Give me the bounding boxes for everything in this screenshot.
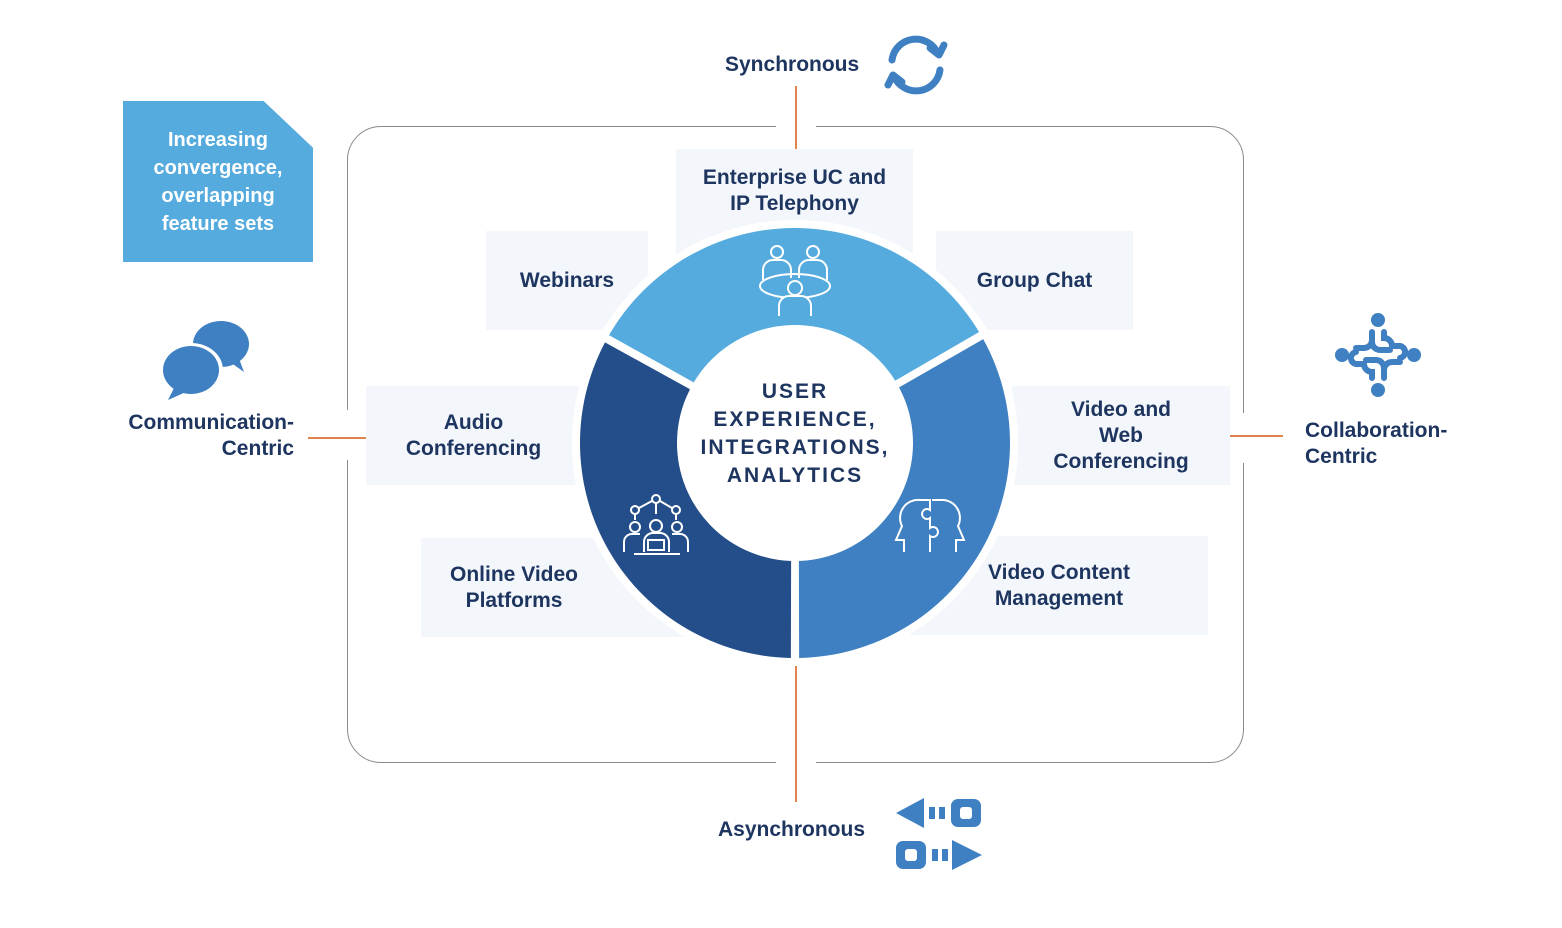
axis-label-communication-centric: Communication- Centric <box>110 410 294 462</box>
ring-chart <box>572 220 1018 666</box>
category-line: Video and <box>1071 397 1171 421</box>
label-line: Centric <box>1305 445 1378 468</box>
category-line: Audio <box>443 410 504 434</box>
center-line: INTEGRATIONS, <box>700 436 890 459</box>
note-line: overlapping <box>161 184 275 207</box>
category-line: Platforms <box>465 588 563 612</box>
center-label: USER EXPERIENCE, INTEGRATIONS, ANALYTICS <box>677 378 913 490</box>
axis-label-asynchronous: Asynchronous <box>718 818 866 841</box>
ring-segment-right <box>798 339 1010 658</box>
axis-label-collaboration-centric: Collaboration- Centric <box>1305 418 1447 470</box>
center-line: EXPERIENCE, <box>713 408 877 431</box>
ring-segment-left <box>580 342 792 658</box>
category-line: Video Content <box>988 560 1130 584</box>
category-line: Webinars <box>519 268 615 292</box>
convergence-note: Increasing convergence, overlapping feat… <box>123 101 313 262</box>
category-line: IP Telephony <box>730 192 859 215</box>
chat-bubbles-icon <box>160 321 249 400</box>
center-line: ANALYTICS <box>726 464 864 487</box>
async-arrows-icon <box>896 798 982 870</box>
note-line: feature sets <box>161 212 275 235</box>
meeting-table-icon <box>759 245 831 316</box>
team-network-icon <box>623 494 689 555</box>
label-line: Communication- <box>128 411 294 434</box>
ring-center <box>677 325 913 561</box>
collaboration-knot-icon <box>1335 313 1421 397</box>
category-line: Conferencing <box>1053 449 1189 473</box>
note-line: Increasing <box>167 128 269 151</box>
category-line: Enterprise UC and <box>702 166 887 189</box>
frame-gap-right <box>1238 413 1250 463</box>
note-line: convergence, <box>153 156 283 179</box>
category-line: Online Video <box>450 562 578 586</box>
frame-gap-left <box>341 410 353 460</box>
label-line: Collaboration- <box>1305 419 1448 442</box>
center-line: USER <box>761 380 829 403</box>
category-line: Web <box>1099 423 1143 447</box>
axis-label-synchronous: Synchronous <box>725 53 860 76</box>
axis-line-bottom <box>795 665 797 802</box>
axis-line-right <box>1215 435 1283 437</box>
puzzle-heads-icon <box>894 498 966 552</box>
label-line: Centric <box>221 437 294 460</box>
axis-line-left <box>308 437 378 439</box>
category-line: Conferencing <box>405 436 542 460</box>
sync-arrows-icon <box>884 35 948 95</box>
category-line: Management <box>994 586 1124 610</box>
axis-line-top <box>795 86 797 156</box>
category-line: Group Chat <box>976 268 1093 292</box>
